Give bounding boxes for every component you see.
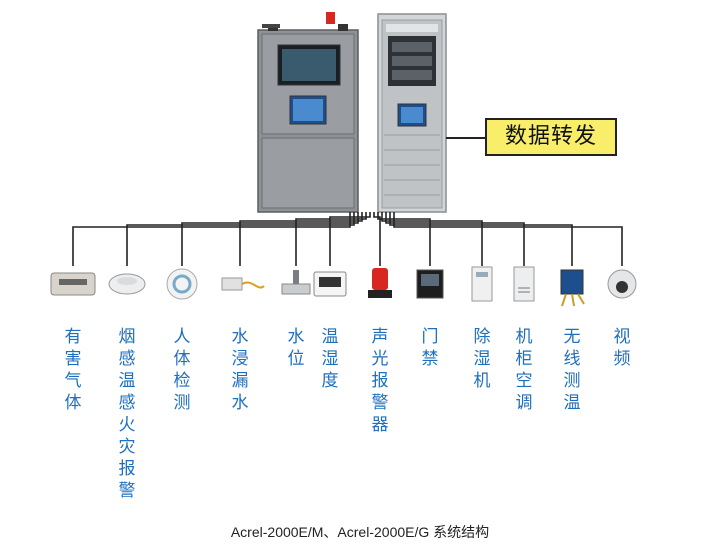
device-wire	[377, 212, 431, 266]
camera-icon	[607, 269, 637, 299]
thermo-hygrometer-icon	[313, 271, 347, 297]
device-label: 声光报警器	[371, 327, 389, 435]
device-label: 水浸漏水	[231, 327, 249, 413]
device-icons	[50, 266, 637, 307]
device-label: 温湿度	[321, 327, 339, 391]
device-label: 水位	[287, 327, 305, 369]
device-label: 有害气体	[64, 327, 82, 413]
alarm-beacon-icon	[326, 12, 335, 24]
device-label: 烟感温感火灾报警	[118, 327, 136, 501]
device-wire	[385, 212, 525, 266]
monitoring-cabinet	[257, 12, 359, 213]
access-control-icon	[416, 269, 444, 299]
device-wire	[72, 212, 351, 266]
gas-detector-icon	[50, 272, 96, 296]
device-wire	[381, 212, 483, 266]
device-label: 机柜空调	[515, 327, 533, 413]
device-label: 除湿机	[473, 327, 491, 391]
device-label: 人体检测	[173, 327, 191, 413]
wiring-bundle	[72, 212, 623, 266]
cabinet-air-conditioner-icon	[513, 266, 535, 302]
alarm-light-icon	[368, 268, 392, 298]
diagram-caption: Acrel-2000E/M、Acrel-2000E/G 系统结构	[230, 524, 490, 540]
device-label: 视频	[613, 327, 631, 369]
device-wire	[329, 212, 371, 266]
water-leak-sensor-icon	[221, 277, 265, 291]
motion-sensor-icon	[166, 268, 198, 300]
data-forwarding-label: 数据转发	[485, 118, 617, 156]
device-wire	[295, 212, 367, 266]
device-wire	[393, 212, 623, 266]
wireless-temp-sensor-icon	[560, 269, 585, 307]
device-wire	[239, 212, 363, 266]
device-wire	[389, 212, 573, 266]
dehumidifier-icon	[471, 266, 493, 302]
water-level-sensor-icon	[281, 270, 311, 295]
forwarding-cabinet	[377, 13, 447, 213]
smoke-detector-icon	[108, 273, 146, 295]
device-label: 无线测温	[563, 327, 581, 413]
device-wire	[181, 212, 359, 266]
device-label: 门禁	[421, 327, 439, 369]
device-wire	[373, 212, 381, 266]
